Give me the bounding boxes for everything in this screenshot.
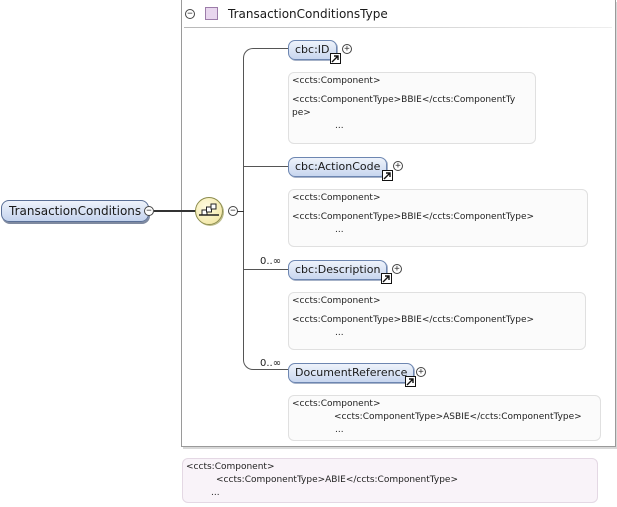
annotation-documentreference: <ccts:Component> <ccts:ComponentType>ASB…: [288, 395, 601, 441]
annotation-ellipsis: ...: [335, 328, 344, 338]
reference-arrow-icon: [382, 170, 393, 181]
sequence-compositor-icon[interactable]: [195, 197, 223, 225]
branch-line-description: [243, 269, 288, 270]
annotation-ellipsis: ...: [335, 225, 344, 235]
reference-arrow-icon: [381, 273, 392, 284]
expand-toggle-documentreference[interactable]: +: [416, 367, 426, 377]
branch-line-documentreference: [262, 369, 288, 370]
type-header-divider: [184, 27, 612, 28]
occurrence-label-description: 0..∞: [260, 256, 282, 267]
expand-toggle-cbc-description[interactable]: +: [392, 264, 402, 274]
annotation-line: <ccts:Component>: [292, 193, 381, 203]
type-annotation: <ccts:Component> <ccts:ComponentType>ABI…: [182, 458, 598, 503]
complex-type-name: TransactionConditionsType: [228, 7, 388, 21]
element-node-cbc-id[interactable]: cbc:ID: [288, 40, 337, 60]
reference-arrow-icon: [405, 376, 416, 387]
sequence-stub-line: [237, 211, 244, 212]
annotation-cbc-actioncode: <ccts:Component> <ccts:ComponentType>BBI…: [288, 189, 588, 247]
annotation-line: pe>: [292, 108, 311, 118]
annotation-line: <ccts:Component>: [186, 462, 275, 472]
root-collapse-toggle[interactable]: −: [144, 206, 154, 216]
annotation-line: <ccts:ComponentType>BBIE</ccts:Component…: [292, 95, 516, 105]
expand-toggle-cbc-id[interactable]: +: [342, 44, 352, 54]
annotation-line: <ccts:ComponentType>BBIE</ccts:Component…: [292, 315, 535, 325]
occurrence-label-documentreference: 0..∞: [260, 358, 282, 369]
root-connector-line: [154, 210, 196, 212]
complex-type-icon: [205, 7, 218, 20]
annotation-line: <ccts:ComponentType>ASBIE</ccts:Componen…: [334, 412, 582, 422]
annotation-cbc-id: <ccts:Component> <ccts:ComponentType>BBI…: [288, 72, 536, 144]
branch-line-actioncode: [243, 166, 288, 167]
element-node-cbc-description[interactable]: cbc:Description: [288, 260, 388, 280]
type-collapse-toggle[interactable]: −: [185, 9, 195, 19]
annotation-ellipsis: ...: [335, 121, 344, 131]
sequence-branch-line: [243, 48, 263, 370]
root-element-node[interactable]: TransactionConditions: [1, 200, 150, 222]
annotation-ellipsis: ...: [211, 488, 220, 498]
element-node-documentreference[interactable]: DocumentReference: [288, 363, 415, 383]
expand-toggle-cbc-actioncode[interactable]: +: [393, 161, 403, 171]
annotation-cbc-description: <ccts:Component> <ccts:ComponentType>BBI…: [288, 292, 586, 350]
annotation-line: <ccts:ComponentType>ABIE</ccts:Component…: [216, 475, 459, 485]
annotation-line: <ccts:Component>: [292, 296, 381, 306]
annotation-line: <ccts:ComponentType>BBIE</ccts:Component…: [292, 212, 535, 222]
annotation-ellipsis: ...: [335, 425, 344, 435]
element-node-cbc-actioncode[interactable]: cbc:ActionCode: [288, 157, 388, 177]
annotation-line: <ccts:Component>: [292, 399, 381, 409]
reference-arrow-icon: [330, 53, 341, 64]
branch-line-id: [262, 48, 288, 49]
annotation-line: <ccts:Component>: [292, 76, 381, 86]
